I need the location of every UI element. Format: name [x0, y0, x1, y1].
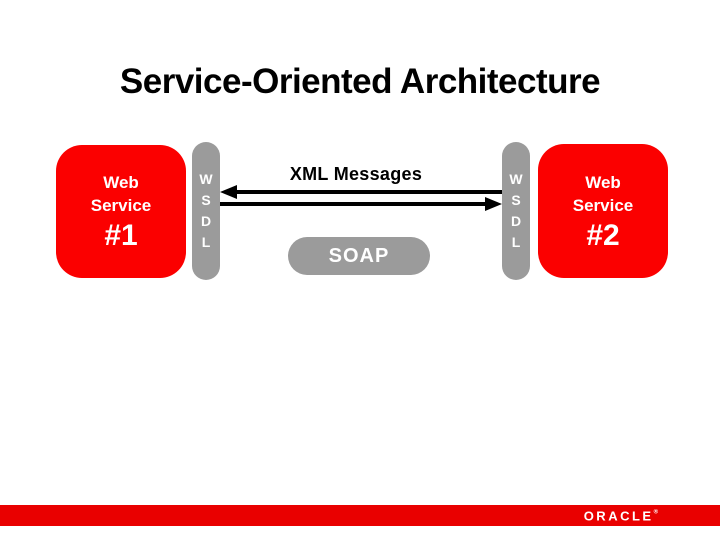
wsdl-right-letter-w: W [509, 171, 523, 187]
soap-label: SOAP [328, 244, 390, 267]
oracle-logo-trademark: ® [653, 509, 658, 515]
wsdl-pill-right: W S D L [502, 142, 530, 280]
wsdl-pill-left: W S D L [192, 142, 220, 280]
footer-bar: ORACLE® [0, 505, 720, 526]
web-service-2-line2: Service [572, 195, 634, 215]
web-service-1-line2: Service [90, 196, 152, 215]
web-service-2-number: #2 [586, 218, 620, 252]
web-service-1-number: #1 [104, 219, 138, 252]
oracle-logo: ORACLE® [584, 509, 658, 522]
slide-title: Service-Oriented Architecture [119, 62, 601, 101]
web-service-1-box: Web Service #1 [56, 145, 186, 278]
oracle-logo-text: ORACLE [583, 508, 654, 523]
xml-messages-label: XML Messages [289, 164, 423, 184]
arrow-pointing-left [220, 185, 502, 199]
web-service-2-line1: Web [585, 172, 621, 192]
wsdl-right-letter-d: D [510, 213, 522, 229]
web-service-1-line1: Web [103, 173, 139, 192]
wsdl-right-letter-l: L [511, 234, 521, 250]
wsdl-left-letter-d: D [200, 213, 212, 229]
web-service-2-box: Web Service #2 [538, 144, 668, 278]
wsdl-left-letter-l: L [201, 234, 211, 250]
wsdl-left-letter-w: W [199, 171, 213, 187]
wsdl-left-letter-s: S [201, 192, 211, 208]
arrow-pointing-right [220, 197, 502, 211]
soap-pill: SOAP [288, 237, 430, 275]
wsdl-right-letter-s: S [511, 192, 521, 208]
